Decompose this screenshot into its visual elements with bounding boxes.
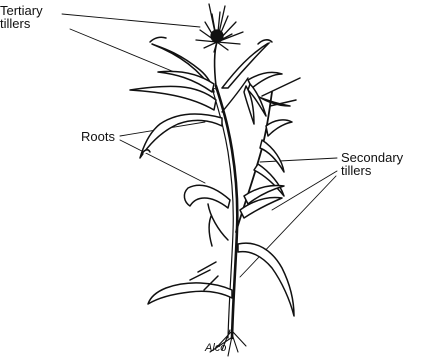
label-tertiary-line2: tillers [0, 17, 43, 30]
leaf-small-1 [209, 214, 212, 246]
leader-tertiary-1 [62, 14, 200, 27]
leader-secondary-1 [260, 158, 337, 162]
leaf-bottom-left [148, 283, 232, 304]
label-secondary-tillers: Secondary tillers [341, 151, 403, 177]
artist-signature: Alco [205, 342, 226, 355]
leaf-lower-right [238, 243, 294, 316]
label-tertiary-tillers: Tertiary tillers [0, 4, 43, 30]
label-secondary-line2: tillers [341, 164, 403, 177]
leaf-mid-right-2 [266, 120, 292, 136]
leader-lines [62, 14, 337, 277]
leaf-tertiary-right-1 [248, 72, 282, 88]
leaf-mid-left [140, 114, 222, 158]
leaf-upper-left-2 [130, 86, 216, 110]
panicle-head [196, 4, 243, 52]
leader-roots-2 [120, 140, 205, 183]
label-roots: Roots [81, 130, 115, 143]
leaf-lower-left [184, 185, 230, 208]
